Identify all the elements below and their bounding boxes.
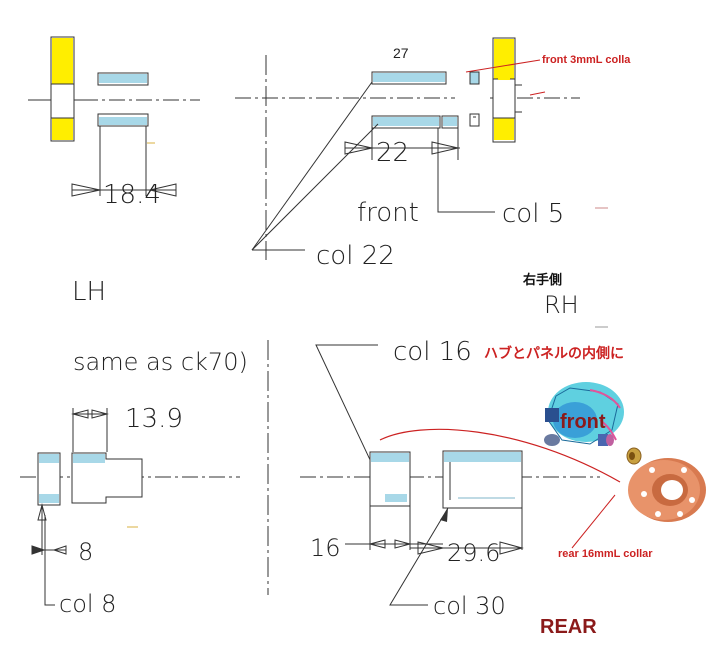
rh-spacers [371,71,480,160]
dim-16-label: 16 [310,534,341,562]
br-spacer-16 [369,451,411,550]
migite-label: 右手側 [522,272,562,287]
lh-hub-part [40,36,85,142]
col8-label: col 8 [59,590,116,618]
col22-label: col 22 [316,241,395,271]
rear-collar-disc [628,458,706,522]
dim-29-6-label: 29.6 [447,539,500,567]
col30-callout: col 30 [389,507,506,620]
col22-callout: col 22 [251,81,395,271]
stray-marks [127,91,608,528]
col8-callout: col 8 [44,515,116,618]
dim-22: 22 [344,138,460,168]
dim-13-9-label: 13.9 [125,404,183,434]
bl-stepped-part [71,452,143,504]
lh-label: LH [72,277,106,307]
dim-18-4: 18.4 [71,180,177,210]
top-27-label: 27 [393,45,409,61]
dim-22-label: 22 [376,138,409,168]
rh-label: RH [544,291,579,319]
hub-3d-illustration: front [544,382,706,522]
dim-8: 8 [31,503,93,566]
same-as-label: same as ck70) [73,348,248,376]
col30-label: col 30 [433,592,506,620]
dim-29-6: 29.6 [410,539,524,567]
col16-callout: col 16 [315,337,472,499]
bl-small-spacer [37,452,61,506]
front-collar-callout: front 3mmL colla [465,54,631,73]
rear-collar-line [571,494,616,549]
col5-callout: col 5 [437,128,564,229]
rear-label: REAR [540,616,597,638]
col5-label: col 5 [502,199,564,229]
rh-hub-part [492,37,522,143]
dim-8-label: 8 [78,538,93,566]
front-collar-note: front 3mmL colla [542,54,631,66]
hub-note: ハブとパネルの内側に [484,345,624,361]
front-3d-label: front [560,411,606,433]
col16-label: col 16 [393,337,472,367]
br-spacer-30 [442,450,523,550]
lh-spacers [97,72,149,196]
dim-13-9: 13.9 [71,404,183,452]
rear-collar-note: rear 16mmL collar [558,548,653,560]
dim-18-4-label: 18.4 [103,180,161,210]
front-label: front [357,198,419,228]
rear-arc [379,428,621,483]
